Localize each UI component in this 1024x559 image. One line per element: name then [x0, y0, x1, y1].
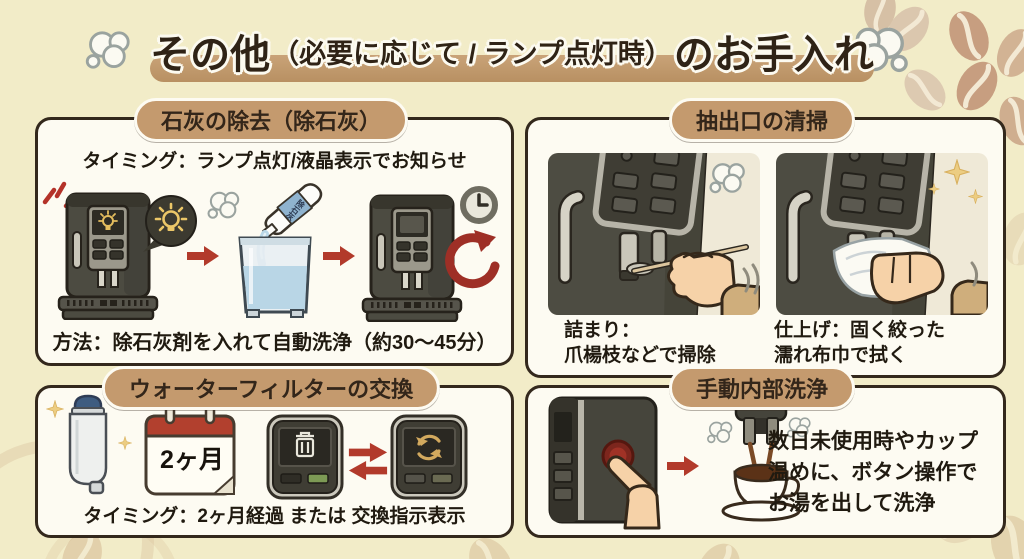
- sparkle-icon: [118, 436, 132, 450]
- clock-icon: [460, 186, 498, 224]
- panel-descaling: タイミング：ランプ点灯/液晶表示でお知らせ: [35, 117, 514, 366]
- manual-rinse-line2: 温めに、ボタン操作で: [768, 461, 978, 484]
- auto-clean-machine-illustration: [356, 186, 500, 322]
- sleeve: [720, 283, 760, 315]
- manual-rinse-header-badge: 手動内部洗浄: [668, 366, 856, 410]
- title-main: その他: [150, 33, 271, 77]
- finish-caption: 仕上げ：固く絞った 濡れ布巾で拭く: [774, 318, 945, 368]
- manual-rinse-line3: お湯を出して洗浄: [768, 492, 936, 515]
- page-title: その他（必要に応じて / ランプ点灯時）のお手入れ: [0, 22, 1024, 80]
- clog-caption: 詰まり： 爪楊枝などで掃除: [564, 318, 716, 368]
- hand: [870, 251, 945, 305]
- arrow-right-icon: [322, 244, 356, 268]
- descaling-header-badge: 石灰の除去（除石灰）: [133, 98, 409, 142]
- spout-wipe-illustration: [776, 153, 988, 315]
- panel-manual-rinse: 数日未使用時やカップ 温めに、ボタン操作で お湯を出して洗浄: [525, 385, 1006, 538]
- title-paren: （必要に応じて / ランプ点灯時）: [272, 38, 672, 69]
- calendar-label: 2ヶ月: [160, 446, 224, 474]
- sleeve: [950, 279, 988, 315]
- finish-caption-line1: 仕上げ：固く絞った: [774, 320, 946, 341]
- descaling-method-text: 方法：除石灰剤を入れて自動洗浄（約30〜45分）: [52, 332, 497, 354]
- arrow-right-icon: [666, 454, 700, 478]
- filter-refresh-display-icon: [390, 414, 468, 500]
- filter-cartridge-glyph: [295, 431, 315, 458]
- descaler-pour-illustration: [207, 183, 323, 318]
- water-filter-icon: [68, 394, 108, 495]
- title-band: [150, 55, 874, 82]
- filter-alert-display-icon: [266, 414, 344, 500]
- panel-water-filter: 2ヶ月: [35, 385, 514, 538]
- clog-caption-line2: 爪楊枝などで掃除: [564, 345, 716, 366]
- lamp-on-screen-icon: [98, 210, 118, 230]
- calendar-icon: [144, 404, 236, 496]
- finger: [606, 455, 661, 530]
- finish-caption-line2: 濡れ布巾で拭く: [774, 345, 908, 366]
- descaling-timing-text: タイミング：ランプ点灯/液晶表示でお知らせ: [82, 151, 467, 172]
- spout-toothpick-illustration: [548, 153, 760, 315]
- lightbulb-bubble-icon: [143, 195, 197, 252]
- manual-rinse-line1: 数日未使用時やカップ: [768, 430, 978, 453]
- panel-spout-cleaning: 詰まり： 爪楊枝などで掃除 仕上げ：固く絞った 濡れ布巾で拭く: [525, 117, 1006, 378]
- spout-cleaning-header-badge: 抽出口の清掃: [668, 98, 856, 142]
- water-filter-header-badge: ウォーターフィルターの交換: [101, 366, 441, 410]
- clog-caption-line1: 詰まり：: [564, 320, 641, 341]
- press-button-illustration: [548, 396, 661, 530]
- manual-rinse-description: 数日未使用時やカップ 温めに、ボタン操作で お湯を出して洗浄: [768, 426, 978, 519]
- swap-arrows-icon: [348, 442, 388, 481]
- cycle-arrow-icon: [445, 230, 500, 289]
- filter-timing-text: タイミング：2ヶ月経過 または 交換指示表示: [83, 506, 466, 527]
- title-suffix: のお手入れ: [673, 33, 874, 77]
